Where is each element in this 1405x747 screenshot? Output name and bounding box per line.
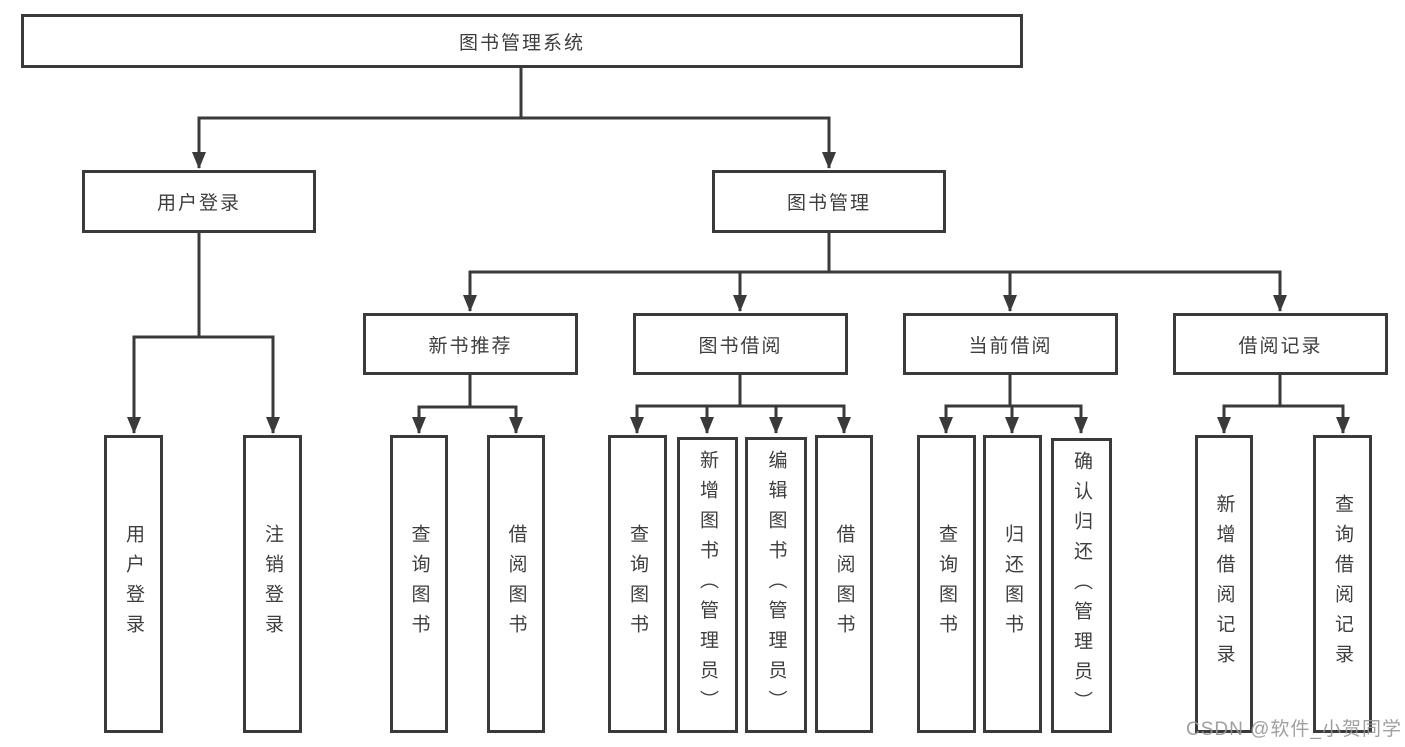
leaf-cb-confirm-return-admin-label: 确认归还（管理员） (1071, 450, 1092, 721)
leaf-user-login: 用户登录 (104, 435, 163, 733)
leaf-bb-borrow-books-label: 借阅图书 (833, 524, 855, 644)
leaf-nb-query-books: 查询图书 (390, 435, 448, 733)
leaf-logout-label: 注销登录 (262, 524, 283, 644)
leaf-bb-add-books-admin-label: 新增图书（管理员） (697, 450, 718, 720)
leaf-br-add-record-label: 新增借阅记录 (1213, 494, 1235, 674)
node-borrow-records-label: 借阅记录 (1238, 335, 1323, 357)
leaf-br-add-record: 新增借阅记录 (1195, 435, 1253, 733)
node-book-borrow-label: 图书借阅 (698, 335, 783, 357)
leaf-bb-query-books-label: 查询图书 (627, 524, 648, 644)
leaf-cb-return-books: 归还图书 (983, 435, 1042, 733)
node-user-login: 用户登录 (82, 170, 316, 233)
leaf-cb-confirm-return-admin: 确认归还（管理员） (1051, 438, 1112, 733)
node-root: 图书管理系统 (21, 14, 1023, 68)
csdn-watermark: CSDN @软件_小贺同学 (1186, 719, 1402, 740)
node-user-login-label: 用户登录 (156, 193, 241, 214)
node-borrow-records: 借阅记录 (1173, 313, 1388, 375)
node-book-borrow: 图书借阅 (633, 313, 848, 375)
leaf-logout: 注销登录 (243, 435, 302, 733)
leaf-nb-borrow-books-label: 借阅图书 (505, 524, 527, 644)
leaf-cb-return-books-label: 归还图书 (1002, 524, 1023, 644)
node-new-book-recommend-label: 新书推荐 (428, 335, 513, 357)
node-current-borrow-label: 当前借阅 (968, 335, 1053, 357)
leaf-nb-borrow-books: 借阅图书 (487, 435, 545, 733)
leaf-bb-borrow-books: 借阅图书 (815, 435, 873, 733)
leaf-cb-query-books: 查询图书 (917, 435, 976, 733)
leaf-bb-edit-books-admin: 编辑图书（管理员） (745, 437, 807, 733)
leaf-cb-query-books-label: 查询图书 (936, 524, 957, 644)
leaf-br-query-record-label: 查询借阅记录 (1332, 494, 1353, 674)
leaf-br-query-record: 查询借阅记录 (1313, 435, 1372, 733)
leaf-bb-query-books: 查询图书 (608, 435, 667, 733)
node-root-label: 图书管理系统 (458, 32, 585, 54)
node-current-borrow: 当前借阅 (903, 313, 1118, 375)
node-book-management: 图书管理 (712, 170, 946, 233)
leaf-bb-add-books-admin: 新增图书（管理员） (677, 437, 738, 733)
leaf-bb-edit-books-admin-label: 编辑图书（管理员） (765, 450, 787, 720)
node-book-management-label: 图书管理 (786, 193, 871, 214)
leaf-nb-query-books-label: 查询图书 (408, 524, 430, 644)
leaf-user-login-label: 用户登录 (123, 524, 144, 644)
node-new-book-recommend: 新书推荐 (363, 313, 578, 375)
